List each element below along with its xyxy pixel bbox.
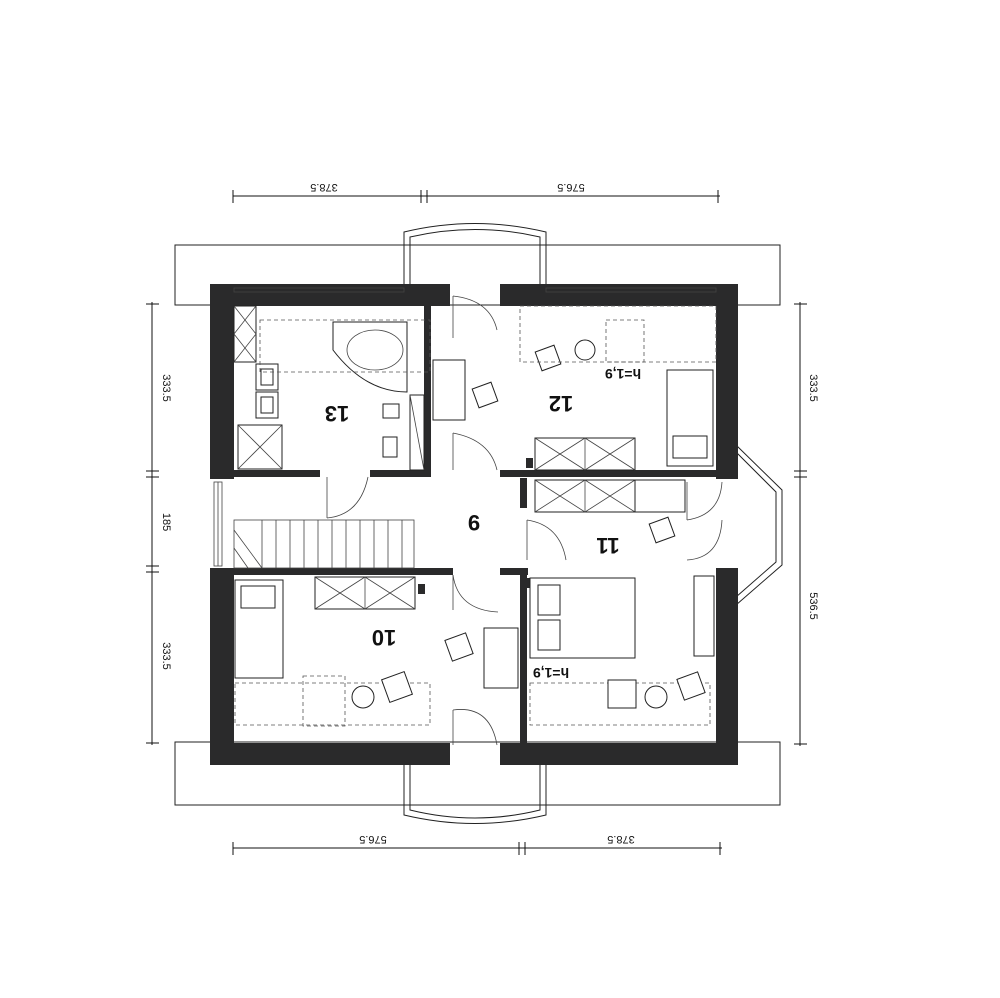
dim-bottom-1: 576.5 (359, 833, 387, 845)
dimension-lines (146, 190, 807, 855)
dim-left-2: 185 (160, 513, 172, 531)
room-11-height-note: h=1,9 (533, 665, 569, 681)
dim-left-1: 333.5 (160, 374, 172, 402)
room-label-12: 12 (549, 391, 573, 416)
room-12-height-note: h=1,9 (605, 366, 641, 382)
room-11-furniture (529, 479, 715, 726)
room-10-furniture (234, 576, 519, 727)
dim-bottom-2: 378.5 (607, 833, 635, 845)
bathroom-fixtures (233, 305, 431, 471)
doors (326, 295, 723, 746)
room-label-10: 10 (372, 625, 396, 650)
exterior-walls (210, 284, 738, 765)
room-label-11: 11 (596, 533, 619, 558)
dim-right-2: 536.5 (807, 592, 819, 620)
dim-top-2: 576.5 (557, 181, 585, 193)
roof-outline (174, 223, 783, 824)
dim-right-1: 333.5 (807, 374, 819, 402)
windows (213, 287, 717, 567)
room-label-13: 13 (325, 401, 349, 426)
dim-top-1: 378.5 (310, 181, 338, 193)
interior-walls (234, 306, 716, 745)
dim-left-3: 333.5 (160, 642, 172, 670)
staircase (233, 519, 415, 569)
room-labels: 9 10 11 12 13 h=1,9 h=1,9 (325, 366, 641, 681)
room-label-9: 9 (468, 510, 480, 535)
dimension-labels: 378.5 576.5 576.5 378.5 333.5 185 333.5 … (160, 181, 819, 845)
room-12-furniture (432, 305, 717, 471)
